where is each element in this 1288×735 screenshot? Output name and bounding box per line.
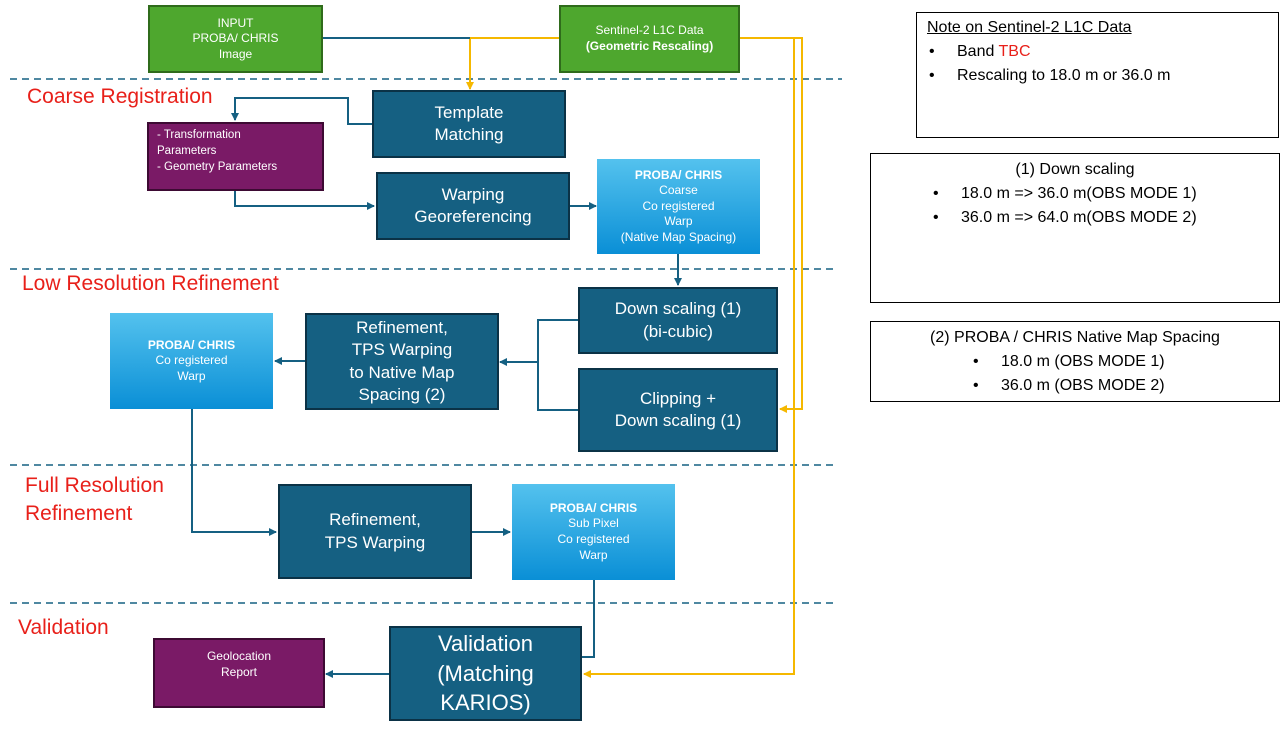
section-validation: Validation bbox=[18, 616, 109, 639]
validation-line-2: (Matching bbox=[437, 660, 534, 686]
subpixel-line-2: Sub Pixel bbox=[568, 516, 619, 531]
full-tps-line-1: Refinement, bbox=[329, 510, 421, 530]
section-low-resolution-refinement: Low Resolution Refinement bbox=[22, 272, 279, 295]
template-matching-box: Template Matching bbox=[372, 90, 566, 158]
lowres-warp-to-full-tps-arrow bbox=[191, 409, 277, 536]
warping-line-2: Georeferencing bbox=[414, 207, 532, 226]
sentinel-note-panel: Note on Sentinel-2 L1C Data Band TBC Res… bbox=[916, 12, 1279, 138]
sentinel-to-template-arrow bbox=[466, 37, 559, 90]
lowres-warp-box: PROBA/ CHRIS Co registered Warp bbox=[110, 313, 273, 409]
validation-line-3: KARIOS) bbox=[440, 690, 531, 716]
band-value: TBC bbox=[998, 43, 1031, 60]
native-note-title: (2) PROBA / CHRIS Native Map Spacing bbox=[930, 329, 1220, 346]
template-to-params-arrow bbox=[231, 97, 372, 125]
sentinel-line-1: Sentinel-2 L1C Data bbox=[595, 23, 704, 38]
downscale-merge-line bbox=[537, 319, 578, 411]
refine-line-4: Spacing (2) bbox=[358, 384, 446, 404]
downscaling-note-item-2: 36.0 m => 64.0 m(OBS MODE 2) bbox=[933, 206, 1279, 230]
native-note-item-1: 18.0 m (OBS MODE 1) bbox=[973, 350, 1279, 374]
coarse-warp-box: PROBA/ CHRIS Coarse Co registered Warp (… bbox=[597, 159, 760, 254]
subpixel-warp-box: PROBA/ CHRIS Sub Pixel Co registered War… bbox=[512, 484, 675, 580]
downscaling-note-panel: (1) Down scaling 18.0 m => 36.0 m(OBS MO… bbox=[870, 153, 1280, 303]
subpixel-line-1: PROBA/ CHRIS bbox=[549, 500, 638, 515]
refine-line-1: Refinement, bbox=[356, 318, 448, 338]
clip-line-2: Down scaling (1) bbox=[614, 411, 742, 430]
lowres-warp-line-3: Warp bbox=[177, 368, 206, 383]
warping-georeferencing-box: Warping Georeferencing bbox=[376, 172, 570, 240]
sentinel-note-title: Note on Sentinel-2 L1C Data bbox=[927, 19, 1132, 36]
geolocation-report-box: Geolocation Report bbox=[153, 638, 325, 708]
params-to-warping-arrow bbox=[234, 191, 375, 210]
input-line-3: Image bbox=[218, 46, 253, 61]
coarse-warp-line-5: (Native Map Spacing) bbox=[620, 229, 737, 244]
validation-line-1: Validation bbox=[438, 630, 533, 656]
refinement-tps-native-box: Refinement, TPS Warping to Native Map Sp… bbox=[305, 313, 499, 410]
downscaling-box: Down scaling (1) (bi-cubic) bbox=[578, 287, 778, 354]
validation-box: Validation (Matching KARIOS) bbox=[389, 626, 582, 721]
template-line-2: Matching bbox=[434, 125, 504, 144]
report-line-1: Geolocation bbox=[206, 649, 272, 663]
lowres-warp-line-1: PROBA/ CHRIS bbox=[147, 337, 236, 352]
subpixel-line-3: Co registered bbox=[557, 532, 630, 546]
clip-line-1: Clipping + bbox=[639, 388, 717, 408]
coarse-warp-line-3: Co registered bbox=[642, 198, 715, 213]
section-full-resolution-refinement: Full Resolution Refinement bbox=[25, 472, 164, 529]
input-line-1: INPUT bbox=[217, 15, 254, 30]
full-tps-line-2: TPS Warping bbox=[324, 532, 426, 552]
sentinel-data-box: Sentinel-2 L1C Data (Geometric Rescaling… bbox=[559, 5, 740, 73]
params-line-2: Parameters bbox=[157, 145, 217, 158]
refine-line-3: to Native Map bbox=[349, 362, 455, 382]
native-spacing-note-panel: (2) PROBA / CHRIS Native Map Spacing 18.… bbox=[870, 321, 1280, 402]
params-line-3: - Geometry Parameters bbox=[157, 161, 278, 174]
coarse-warp-line-4: Warp bbox=[664, 214, 693, 229]
sentinel-note-rescaling: Rescaling to 18.0 m or 36.0 m bbox=[929, 64, 1268, 88]
section-full-line-1: Full Resolution bbox=[25, 474, 164, 497]
coarse-warp-line-1: PROBA/ CHRIS bbox=[634, 167, 723, 182]
report-line-2: Report bbox=[220, 664, 258, 679]
band-label: Band bbox=[957, 43, 995, 60]
input-image-box: INPUT PROBA/ CHRIS Image bbox=[148, 5, 323, 73]
native-note-item-2: 36.0 m (OBS MODE 2) bbox=[973, 374, 1279, 398]
full-refinement-tps-box: Refinement, TPS Warping bbox=[278, 484, 472, 579]
coarse-warp-line-2: Coarse bbox=[659, 183, 698, 198]
template-line-1: Template bbox=[434, 102, 504, 122]
downscaling-note-item-1: 18.0 m => 36.0 m(OBS MODE 1) bbox=[933, 182, 1279, 206]
sentinel-line-2: (Geometric Rescaling) bbox=[585, 39, 714, 53]
parameters-box: - Transformation Parameters - Geometry P… bbox=[147, 122, 324, 191]
warping-line-1: Warping bbox=[441, 184, 505, 204]
section-full-line-2: Refinement bbox=[25, 502, 133, 526]
downscale-line-2: (bi-cubic) bbox=[643, 321, 713, 341]
subpixel-line-4: Warp bbox=[579, 547, 608, 562]
section-coarse-registration: Coarse Registration bbox=[27, 85, 213, 108]
input-line-2: PROBA/ CHRIS bbox=[192, 31, 279, 46]
subpixel-to-validation-arrow bbox=[582, 580, 595, 658]
sentinel-note-band: Band TBC bbox=[929, 40, 1268, 64]
downscale-line-1: Down scaling (1) bbox=[614, 299, 742, 319]
refine-line-2: TPS Warping bbox=[351, 340, 453, 360]
clipping-downscaling-box: Clipping + Down scaling (1) bbox=[578, 368, 778, 452]
params-line-1: - Transformation bbox=[157, 129, 241, 141]
lowres-warp-line-2: Co registered bbox=[155, 353, 228, 368]
downscaling-note-title: (1) Down scaling bbox=[1015, 161, 1135, 178]
